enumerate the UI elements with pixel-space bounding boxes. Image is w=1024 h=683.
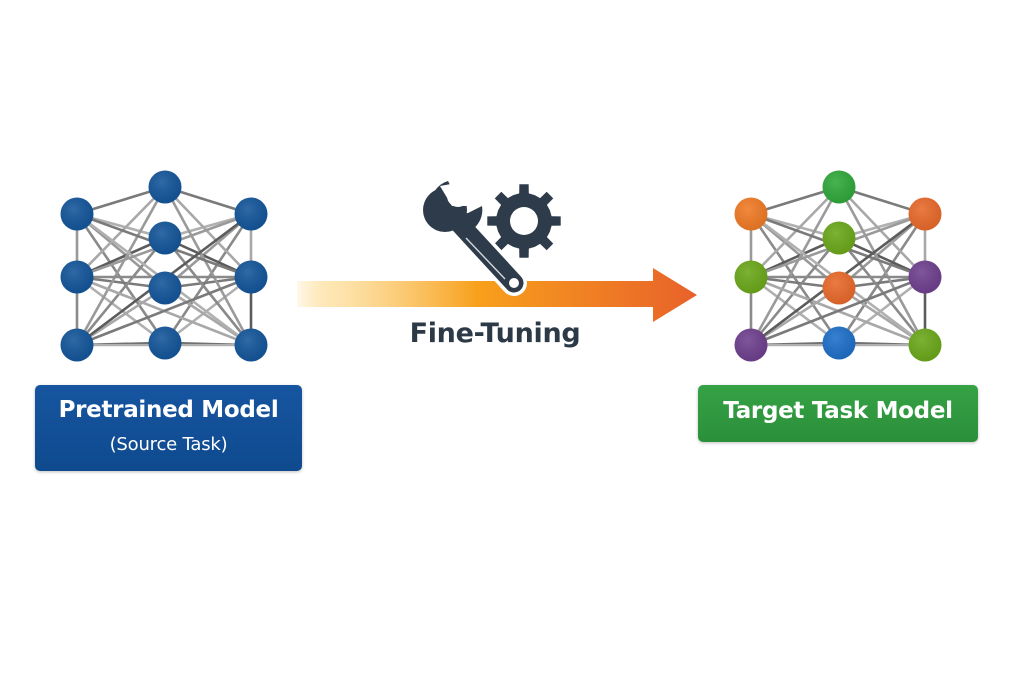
target-network-node-shade xyxy=(908,328,942,362)
arrow-head xyxy=(653,268,697,322)
source-network-node-shade xyxy=(148,170,182,204)
source-network-node-shade xyxy=(60,260,94,294)
source-network-node-shade xyxy=(60,197,94,231)
source-network-node-shade xyxy=(148,326,182,360)
source-network-connection xyxy=(75,237,167,346)
source-network-node-shade xyxy=(148,221,182,255)
target-network-connection xyxy=(750,275,926,347)
target-network-connection xyxy=(749,186,841,346)
target-network-node-shade xyxy=(908,197,942,231)
target-network-node-shade xyxy=(822,170,856,204)
target-network-node-shade xyxy=(822,326,856,360)
source-network-connection xyxy=(164,275,252,345)
target-network-node-shade xyxy=(908,260,942,294)
target-network-connection xyxy=(837,213,927,344)
source-network-node-shade xyxy=(234,328,268,362)
pretrained-model-label: Pretrained Model (Source Task) xyxy=(35,385,302,471)
target-network-node-shade xyxy=(822,221,856,255)
target-neural-network xyxy=(734,170,942,362)
fine-tuning-label: Fine-Tuning xyxy=(409,318,581,349)
target-network-connection xyxy=(749,237,841,346)
wrench-and-gear-icon xyxy=(423,181,563,296)
source-network-connection xyxy=(163,186,253,346)
source-network-node-shade xyxy=(234,197,268,231)
source-network-connection xyxy=(76,186,166,278)
source-network-connection xyxy=(76,275,252,347)
source-network-node-shade xyxy=(234,260,268,294)
source-network-node-shade xyxy=(148,271,182,305)
source-network-node-shade xyxy=(60,328,94,362)
arrow-shaft xyxy=(297,281,655,307)
source-network-connection xyxy=(164,186,252,278)
fine-tuning-arrow xyxy=(297,268,697,322)
source-network-connection xyxy=(163,213,253,344)
source-network-connection xyxy=(163,237,253,346)
target-network-connection xyxy=(838,275,926,345)
wrench-icon xyxy=(423,181,527,296)
source-network-connection xyxy=(76,275,166,345)
target-network-node-shade xyxy=(734,328,768,362)
target-network-node-shade xyxy=(822,271,856,305)
target-network-node-shade xyxy=(734,197,768,231)
target-network-connection xyxy=(749,213,841,344)
target-task-model-label: Target Task Model xyxy=(698,385,978,442)
source-network-connection xyxy=(75,213,167,344)
target-network-connection xyxy=(750,186,840,278)
gear-hole xyxy=(510,207,538,235)
target-network-connection xyxy=(837,186,927,346)
target-network-connection xyxy=(750,275,840,345)
target-task-model-title: Target Task Model xyxy=(723,398,953,424)
source-neural-network xyxy=(60,170,268,362)
target-network-connection xyxy=(837,237,927,346)
gear-icon xyxy=(485,182,563,260)
target-network-node-shade xyxy=(734,260,768,294)
source-task-subtitle: (Source Task) xyxy=(109,434,228,455)
source-network-connection xyxy=(75,186,167,346)
pretrained-model-title: Pretrained Model xyxy=(58,397,279,423)
target-network-connection xyxy=(838,186,926,278)
